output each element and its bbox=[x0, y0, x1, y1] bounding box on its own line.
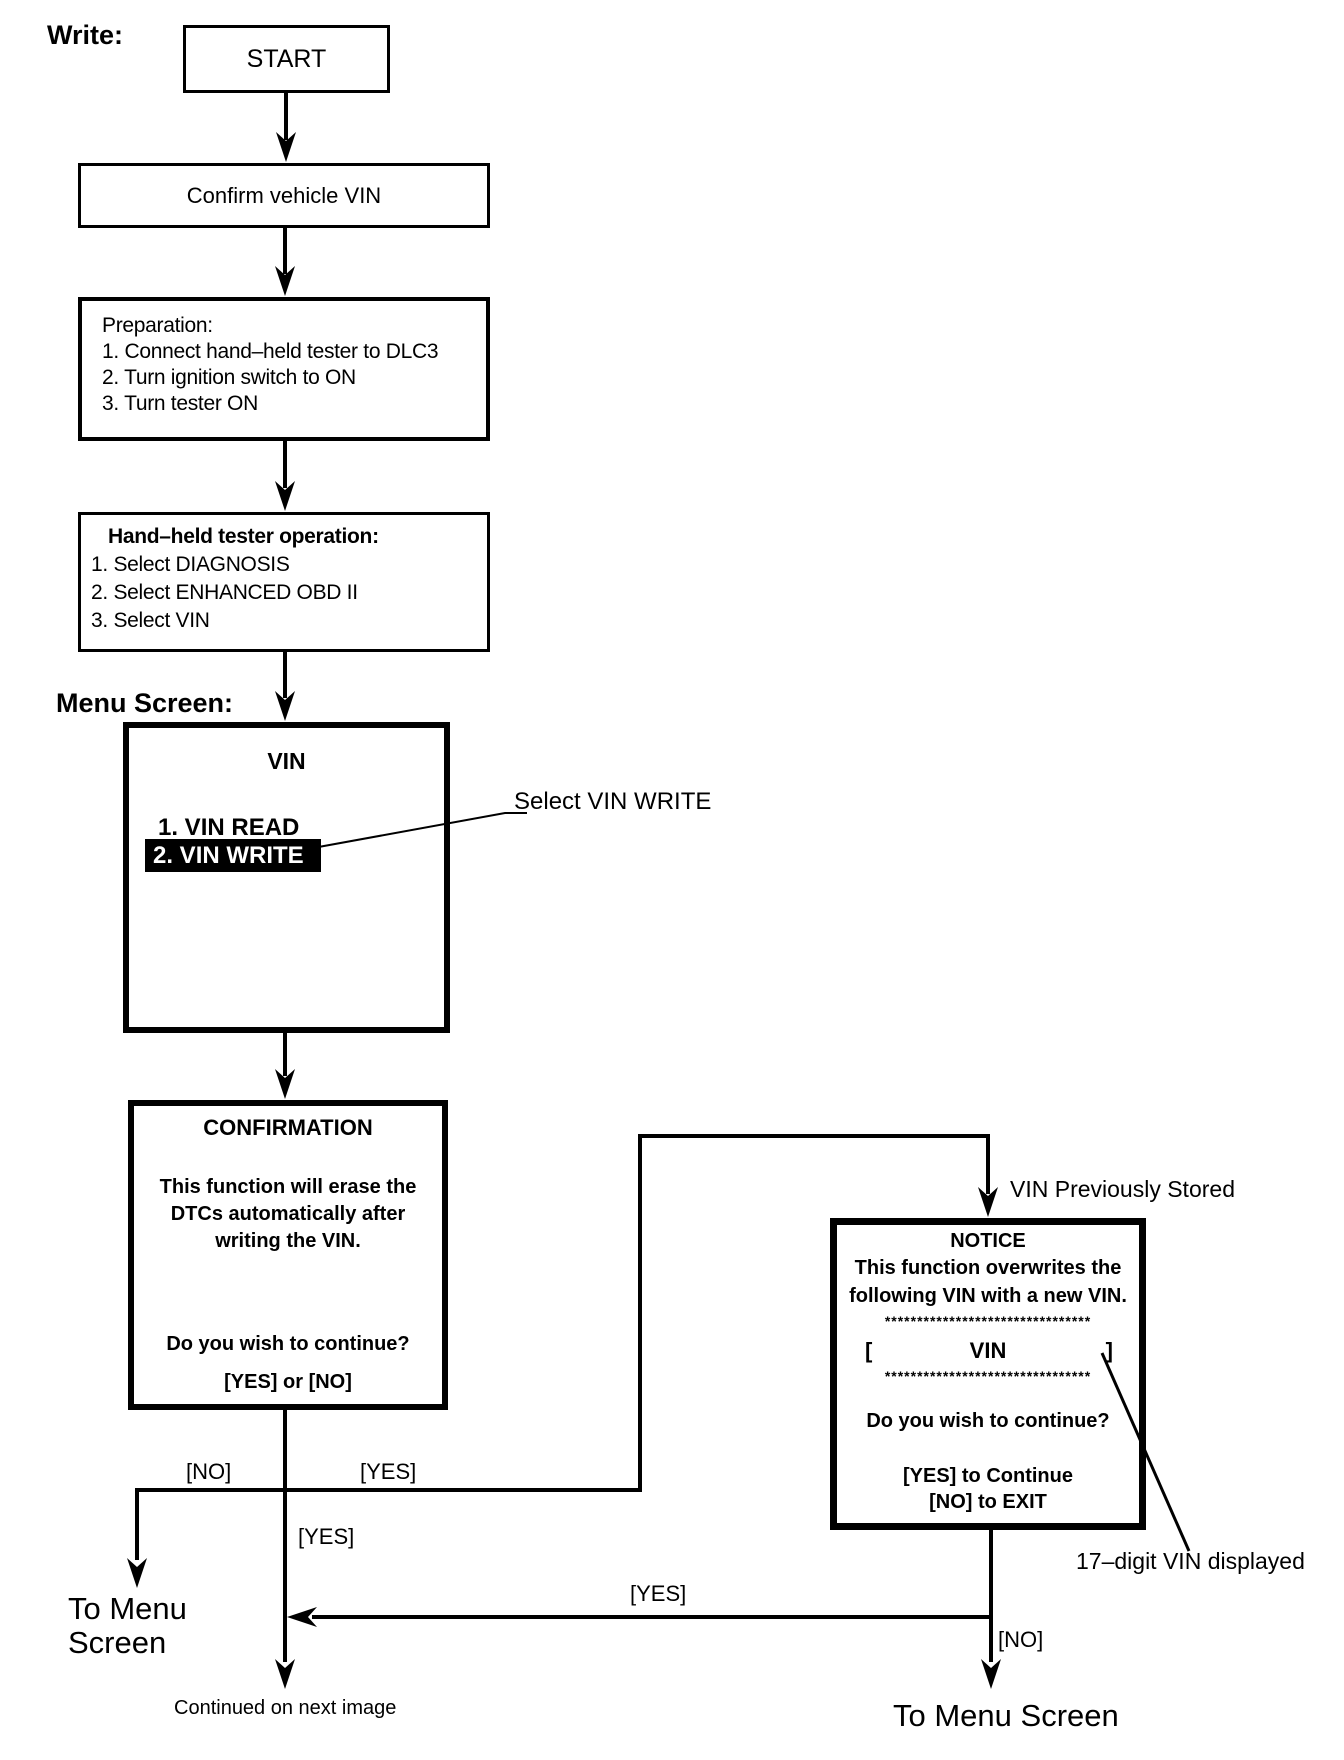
notice-screen: NOTICE This function overwrites the foll… bbox=[830, 1218, 1146, 1530]
preparation-title: Preparation: bbox=[102, 314, 213, 337]
arrowhead-down bbox=[275, 266, 295, 296]
notice-title: NOTICE bbox=[950, 1230, 1026, 1252]
tester-operation-step: 1. Select DIAGNOSIS bbox=[91, 553, 290, 576]
tester-operation-node: Hand–held tester operation: 1. Select DI… bbox=[78, 512, 490, 652]
arrowhead-down bbox=[276, 132, 296, 162]
tester-operation-title: Hand–held tester operation: bbox=[108, 525, 379, 548]
confirmation-body-line: writing the VIN. bbox=[215, 1230, 361, 1252]
tester-operation-step: 3. Select VIN bbox=[91, 609, 210, 632]
preparation-step: 1. Connect hand–held tester to DLC3 bbox=[102, 340, 439, 363]
vin-menu-screen: VIN 1. VIN READ 2. VIN WRITE bbox=[123, 722, 450, 1033]
start-node: START bbox=[183, 25, 390, 93]
confirmation-question: Do you wish to continue? bbox=[166, 1333, 410, 1355]
to-menu-screen-line: To Menu bbox=[68, 1591, 187, 1626]
notice-vin-open-bracket: [ bbox=[865, 1338, 873, 1363]
branch-label-yes: [YES] bbox=[360, 1459, 417, 1484]
arrowhead-down bbox=[275, 481, 295, 511]
notice-question: Do you wish to continue? bbox=[866, 1410, 1110, 1432]
write-section-label: Write: bbox=[47, 20, 124, 50]
notice-separator-stars: ******************************** bbox=[884, 1313, 1092, 1329]
branch-label-yes: [YES] bbox=[298, 1524, 355, 1549]
confirm-vin-node: Confirm vehicle VIN bbox=[78, 163, 490, 228]
confirmation-title: CONFIRMATION bbox=[203, 1115, 373, 1140]
notice-separator-stars: ******************************** bbox=[884, 1368, 1092, 1384]
vin-menu-title: VIN bbox=[267, 748, 306, 774]
confirmation-screen: CONFIRMATION This function will erase th… bbox=[128, 1100, 448, 1410]
preparation-step: 3. Turn tester ON bbox=[102, 392, 258, 415]
arrowhead-down bbox=[978, 1187, 998, 1217]
select-vin-write-annotation: Select VIN WRITE bbox=[514, 788, 712, 815]
vin-previously-stored-annotation: VIN Previously Stored bbox=[1010, 1176, 1235, 1202]
arrowhead-down bbox=[275, 1069, 295, 1099]
notice-vin-field: [ VIN ] bbox=[837, 1338, 1139, 1364]
notice-vin-close-bracket: ] bbox=[1105, 1338, 1113, 1363]
arrowhead-left bbox=[287, 1607, 317, 1627]
confirmation-body-line: DTCs automatically after bbox=[170, 1203, 406, 1225]
confirmation-body: This function will erase the DTCs automa… bbox=[134, 1174, 442, 1255]
notice-body-line: following VIN with a new VIN. bbox=[849, 1285, 1127, 1307]
notice-body-line: This function overwrites the bbox=[854, 1257, 1122, 1279]
to-menu-screen-line: Screen bbox=[68, 1625, 167, 1660]
vin-17-digit-annotation: 17–digit VIN displayed bbox=[1076, 1548, 1305, 1574]
notice-yes-action: [YES] to Continue bbox=[903, 1465, 1073, 1487]
preparation-step: 2. Turn ignition switch to ON bbox=[102, 366, 356, 389]
confirm-vin-label: Confirm vehicle VIN bbox=[186, 182, 382, 208]
branch-label-no: [NO] bbox=[998, 1627, 1044, 1652]
to-menu-screen-exit-right: To Menu Screen bbox=[893, 1698, 1119, 1733]
menu-item-vin-read: 1. VIN READ bbox=[158, 814, 300, 841]
menu-screen-section-label: Menu Screen: bbox=[56, 688, 234, 718]
menu-item-vin-write-selected: 2. VIN WRITE bbox=[145, 839, 321, 872]
notice-no-action: [NO] to EXIT bbox=[929, 1491, 1047, 1513]
confirmation-body-line: This function will erase the bbox=[159, 1176, 417, 1198]
continued-on-next-image: Continued on next image bbox=[174, 1697, 397, 1719]
start-node-label: START bbox=[246, 44, 327, 73]
branch-label-yes: [YES] bbox=[630, 1581, 687, 1606]
arrowhead-down bbox=[275, 691, 295, 721]
arrowhead-down bbox=[275, 1659, 295, 1689]
preparation-node: Preparation: 1. Connect hand–held tester… bbox=[78, 297, 490, 441]
confirmation-options: [YES] or [NO] bbox=[224, 1371, 352, 1393]
to-menu-screen-exit-left: To Menu Screen bbox=[68, 1592, 187, 1660]
arrowhead-down bbox=[127, 1558, 147, 1588]
notice-vin-value: VIN bbox=[969, 1338, 1007, 1363]
tester-operation-step: 2. Select ENHANCED OBD II bbox=[91, 581, 358, 604]
arrowhead-down bbox=[981, 1659, 1001, 1689]
branch-label-no: [NO] bbox=[186, 1459, 232, 1484]
